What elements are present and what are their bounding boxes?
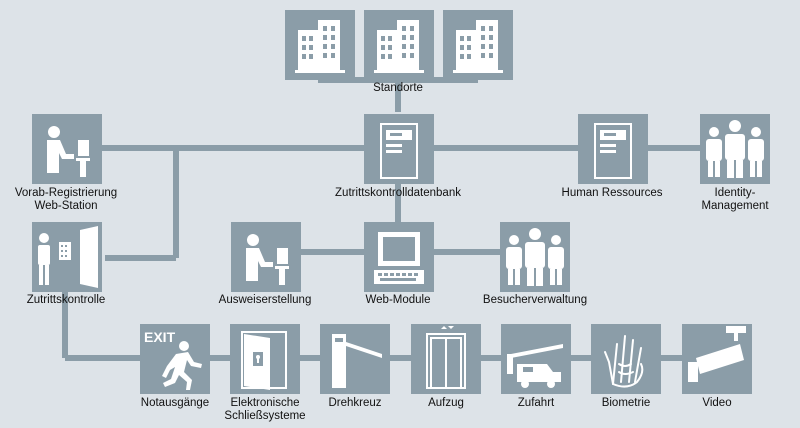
building-tile-2 — [364, 10, 434, 80]
label-video: Video — [702, 397, 732, 409]
electronic-locking-tile — [230, 324, 300, 394]
person-at-terminal-icon — [47, 126, 90, 177]
label-zutrittskontrolldatenbank: Zutrittskontrolldatenbank — [335, 187, 461, 199]
human-resources-tile — [578, 114, 648, 184]
elevator-tile — [411, 324, 481, 394]
label-drehkreuz: Drehkreuz — [328, 397, 382, 409]
elevator-icon — [426, 326, 466, 389]
label-vorab-registrierung: Vorab-Registrierung Web-Station — [14, 187, 118, 212]
label-besucherverwaltung: Besucherverwaltung — [482, 294, 588, 306]
badge-creation-tile — [231, 222, 301, 292]
building-icon — [374, 20, 424, 73]
label-human-ressources: Human Ressources — [561, 187, 663, 199]
label-web-module: Web-Module — [365, 294, 431, 306]
biometrics-tile — [591, 324, 661, 394]
web-module-tile — [364, 222, 434, 292]
open-door-icon — [241, 331, 287, 390]
label-standorte: Standorte — [373, 82, 423, 94]
camera-icon — [688, 326, 746, 382]
group-of-people-icon — [706, 120, 764, 178]
building-tile-1 — [285, 10, 355, 80]
running-person-exit-icon: EXIT — [144, 329, 202, 390]
label-zufahrt: Zufahrt — [517, 397, 555, 409]
person-at-terminal-icon — [246, 234, 289, 285]
building-tile-3 — [443, 10, 513, 80]
visitor-management-tile — [500, 222, 570, 292]
identity-management-tile — [700, 114, 770, 184]
label-aufzug: Aufzug — [428, 397, 464, 409]
group-of-people-icon — [506, 228, 564, 286]
building-icon — [453, 20, 503, 73]
label-identity-management: Identity- Management — [701, 187, 769, 212]
turnstile-tile — [320, 324, 390, 394]
label-zutrittskontrolle: Zutrittskontrolle — [26, 294, 106, 306]
emergency-exit-tile: EXIT — [140, 324, 210, 394]
database-tile — [364, 114, 434, 184]
label-ausweiserstellung: Ausweiserstellung — [218, 294, 312, 306]
computer-icon — [374, 232, 424, 284]
server-cabinet-icon — [594, 123, 632, 179]
vehicle-access-tile — [501, 324, 571, 394]
person-at-door-icon — [38, 226, 98, 288]
registration-station-tile — [32, 114, 102, 184]
exit-sign-text: EXIT — [144, 329, 176, 345]
label-schliesssysteme: Elektronische Schließsysteme — [224, 397, 306, 422]
building-icon — [295, 20, 345, 73]
label-notausgaenge: Notausgänge — [140, 397, 210, 409]
video-tile — [682, 324, 752, 394]
access-control-tile — [32, 222, 102, 292]
server-cabinet-icon — [380, 123, 418, 179]
hand-scan-icon — [604, 335, 644, 388]
barrier-car-icon — [507, 340, 563, 388]
label-biometrie: Biometrie — [601, 397, 651, 409]
turnstile-icon — [332, 334, 382, 388]
